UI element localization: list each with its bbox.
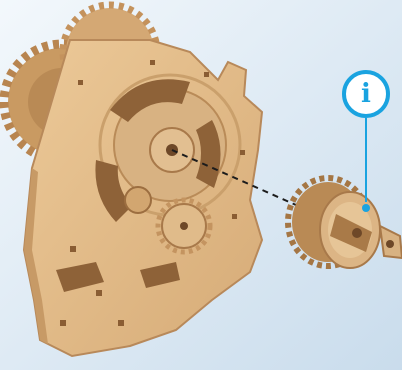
- info-icon[interactable]: [344, 72, 388, 116]
